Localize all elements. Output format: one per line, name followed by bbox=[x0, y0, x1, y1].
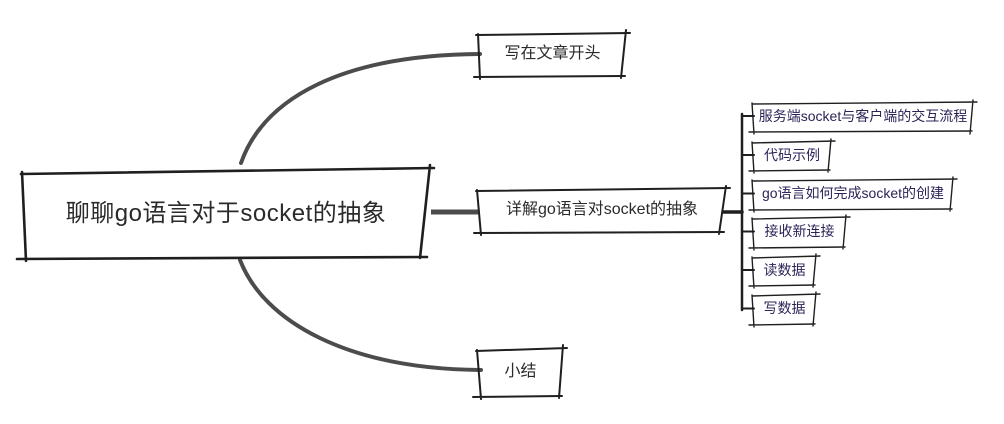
child-3-box-outline bbox=[748, 176, 958, 213]
child-node-socket-creation[interactable]: go语言如何完成socket的创建 bbox=[761, 185, 945, 202]
branch-summary-box-outline bbox=[472, 344, 568, 400]
child-5-box-outline bbox=[748, 253, 821, 289]
child-node-read-data[interactable]: 读数据 bbox=[763, 261, 806, 278]
branch-node-detail[interactable]: 详解go语言对socket的抽象 bbox=[505, 201, 699, 219]
connector-root-to-summary bbox=[238, 258, 483, 372]
branch-node-summary[interactable]: 小结 bbox=[504, 363, 537, 381]
child-6-box-outline bbox=[748, 291, 821, 328]
child-node-write-data[interactable]: 写数据 bbox=[763, 300, 806, 317]
branch-detail-box-outline bbox=[473, 185, 731, 236]
branch-opening-box-outline bbox=[473, 29, 631, 80]
child-4-box-outline bbox=[748, 214, 851, 251]
child-node-code-example[interactable]: 代码示例 bbox=[764, 146, 820, 163]
child-1-box-outline bbox=[748, 99, 978, 135]
root-box-outline bbox=[15, 163, 436, 263]
root-node[interactable]: 聊聊go语言对于socket的抽象 bbox=[65, 199, 387, 227]
child-node-accept-connection[interactable]: 接收新连接 bbox=[764, 223, 835, 240]
child-node-interaction-flow[interactable]: 服务端socket与客户端的交互流程 bbox=[758, 107, 968, 124]
connector-root-to-opening bbox=[239, 52, 482, 165]
branch-node-opening[interactable]: 写在文章开头 bbox=[504, 45, 601, 63]
children-stubs bbox=[741, 115, 755, 310]
child-2-box-outline bbox=[748, 138, 836, 174]
